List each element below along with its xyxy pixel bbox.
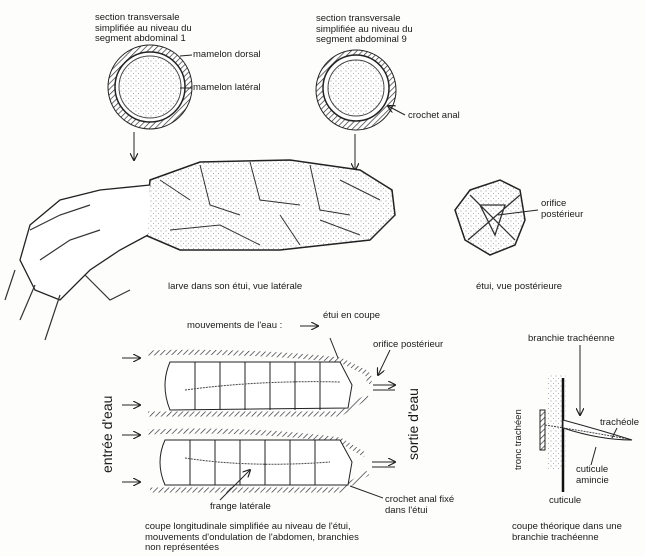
label-tronc-tracheen: tronc trachéen: [513, 409, 524, 470]
caption-case-posterior: étui, vue postérieure: [476, 281, 563, 292]
label-branchie-tracheenne: branchie trachéenne: [528, 333, 615, 344]
label-tracheole: trachéole: [600, 417, 640, 428]
label-orifice-posterieur-long: orifice postérieur: [373, 339, 444, 350]
section-abdominal-1: [107, 44, 193, 160]
section-9-title: section transversale simplifiée au nivea…: [316, 13, 413, 46]
section-1-line1: section transversale: [95, 12, 180, 23]
caption-longitudinal-line3: non représentées: [145, 542, 219, 553]
case-posterior-view: [454, 179, 539, 256]
longitudinal-section-lower: [147, 428, 384, 501]
section-1-line3: segment abdominal 1: [95, 33, 186, 44]
section-9-line1: section transversale: [316, 13, 401, 24]
caption-longitudinal: coupe longitudinale simplifiée au niveau…: [145, 521, 359, 554]
caption-gill-line1: coupe théorique dans une: [512, 521, 622, 532]
caption-larva: larve dans son étui, vue latérale: [168, 281, 303, 292]
larva-in-case: [4, 159, 396, 341]
label-sortie-eau: sortie d'eau: [405, 388, 421, 460]
caption-gill-line2: branchie trachéenne: [512, 531, 599, 543]
label-cuticule-amincie: cuticule amincie: [576, 464, 609, 486]
section-1-line2: simplifiée au niveau du: [95, 22, 192, 34]
section-9-line2: simplifiée au niveau du: [316, 23, 413, 35]
label-frange-laterale: frange latérale: [210, 501, 271, 512]
water-flow-arrows: [122, 326, 395, 482]
section-9-line3: segment abdominal 9: [316, 34, 407, 45]
label-mamelon-dorsal: mamelon dorsal: [193, 49, 261, 60]
label-water-movement: mouvements de l'eau :: [187, 320, 283, 331]
label-cuticule-amincie-line2: amincie: [576, 474, 609, 486]
label-orifice-line2: postérieur: [541, 208, 584, 220]
longitudinal-section-upper: [147, 337, 372, 417]
caption-longitudinal-line1: coupe longitudinale simplifiée au niveau…: [145, 521, 351, 532]
label-crochet-anal: crochet anal: [408, 110, 460, 121]
caption-longitudinal-line2: mouvements d'ondulation de l'abdomen, br…: [145, 531, 359, 543]
section-1-title: section transversale simplifiée au nivea…: [95, 12, 192, 45]
label-orifice-posterieur: orifice postérieur: [541, 198, 584, 220]
label-orifice-line1: orifice: [541, 198, 567, 209]
tracheal-gill-section: [539, 345, 633, 492]
caption-gill: coupe théorique dans une branchie traché…: [512, 521, 622, 543]
label-cuticule: cuticule: [549, 495, 582, 506]
label-crochet-fixe: crochet anal fixé dans l'étui: [385, 494, 455, 516]
label-crochet-fixe-line1: crochet anal fixé: [385, 494, 455, 505]
label-etui-en-coupe: étui en coupe: [323, 310, 381, 321]
label-mamelon-lateral: mamelon latéral: [193, 82, 261, 93]
section-abdominal-9: [315, 49, 406, 170]
label-entree-eau: entrée d'eau: [99, 395, 115, 473]
label-cuticule-amincie-line1: cuticule: [576, 464, 609, 475]
label-crochet-fixe-line2: dans l'étui: [385, 504, 428, 516]
